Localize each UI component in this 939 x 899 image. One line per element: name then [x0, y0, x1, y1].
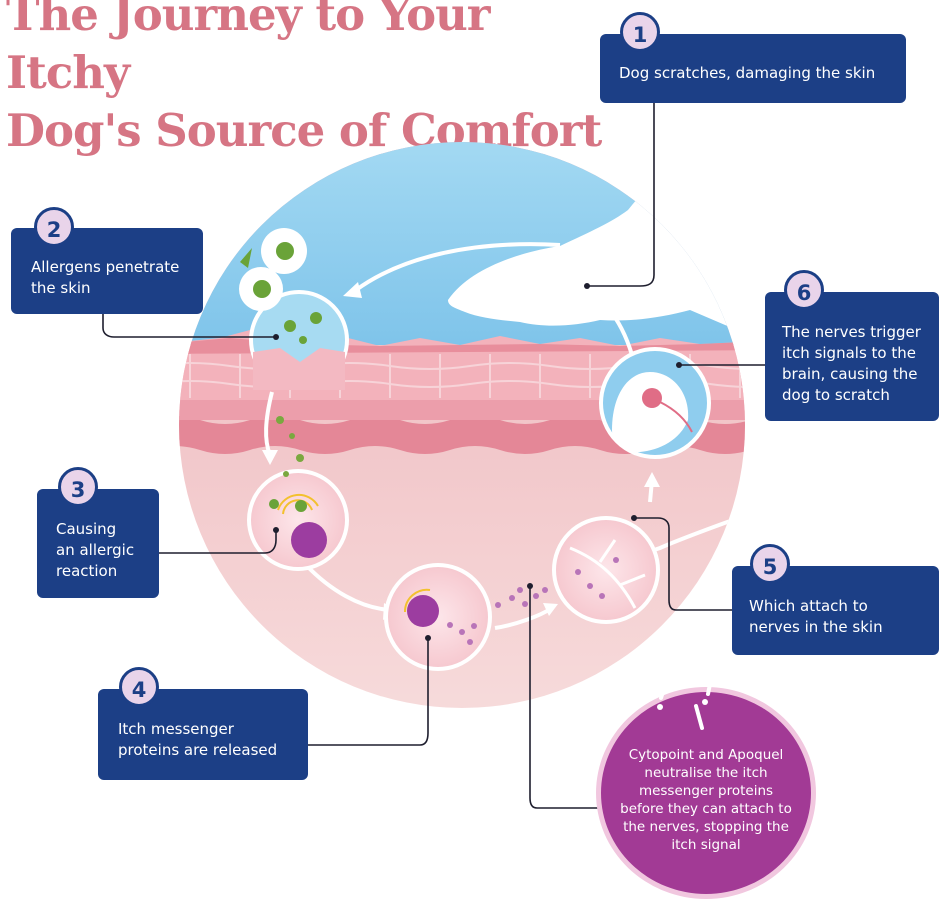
step-2-line-1: Allergens penetrate: [31, 257, 179, 278]
callout-line-6: itch signal: [600, 836, 812, 854]
step-1-text: Dog scratches, damaging the skin: [619, 63, 875, 84]
inset-protein-release: [386, 565, 490, 669]
inset-allergic-reaction: [249, 471, 347, 569]
step-5-line-1: Which attach to: [749, 596, 883, 617]
step-6-badge: 6: [784, 270, 824, 310]
step-5-line-2: nerves in the skin: [749, 617, 883, 638]
step-3-line-1: Causing: [56, 519, 134, 540]
step-3-line-2: an allergic: [56, 540, 134, 561]
step-6-line-1: The nerves trigger: [782, 322, 921, 343]
callout-line-5: the nerves, stopping the: [600, 818, 812, 836]
step-1-badge: 1: [620, 12, 660, 52]
step-2-line-2: the skin: [31, 278, 179, 299]
step-4-line-2: proteins are released: [118, 740, 277, 761]
step-5-badge: 5: [750, 544, 790, 584]
step-3-badge: 3: [58, 467, 98, 507]
callout-line-4: before they can attach to: [600, 800, 812, 818]
inset-nerve-attachment: [554, 518, 658, 622]
step-6-box: The nerves trigger itch signals to the b…: [765, 292, 939, 421]
callout-line-1: Cytopoint and Apoquel: [600, 746, 812, 764]
treatment-callout-text: Cytopoint and Apoquel neutralise the itc…: [600, 746, 812, 854]
callout-line-3: messenger proteins: [600, 782, 812, 800]
step-3-box: Causing an allergic reaction: [37, 489, 159, 598]
step-6-line-4: dog to scratch: [782, 385, 921, 406]
step-2-badge: 2: [34, 207, 74, 247]
step-6-line-2: itch signals to the: [782, 343, 921, 364]
step-4-line-1: Itch messenger: [118, 719, 277, 740]
step-4-badge: 4: [119, 667, 159, 707]
callout-line-2: neutralise the itch: [600, 764, 812, 782]
exclamation-icon: [650, 670, 730, 740]
step-3-line-3: reaction: [56, 561, 134, 582]
step-6-line-3: brain, causing the: [782, 364, 921, 385]
